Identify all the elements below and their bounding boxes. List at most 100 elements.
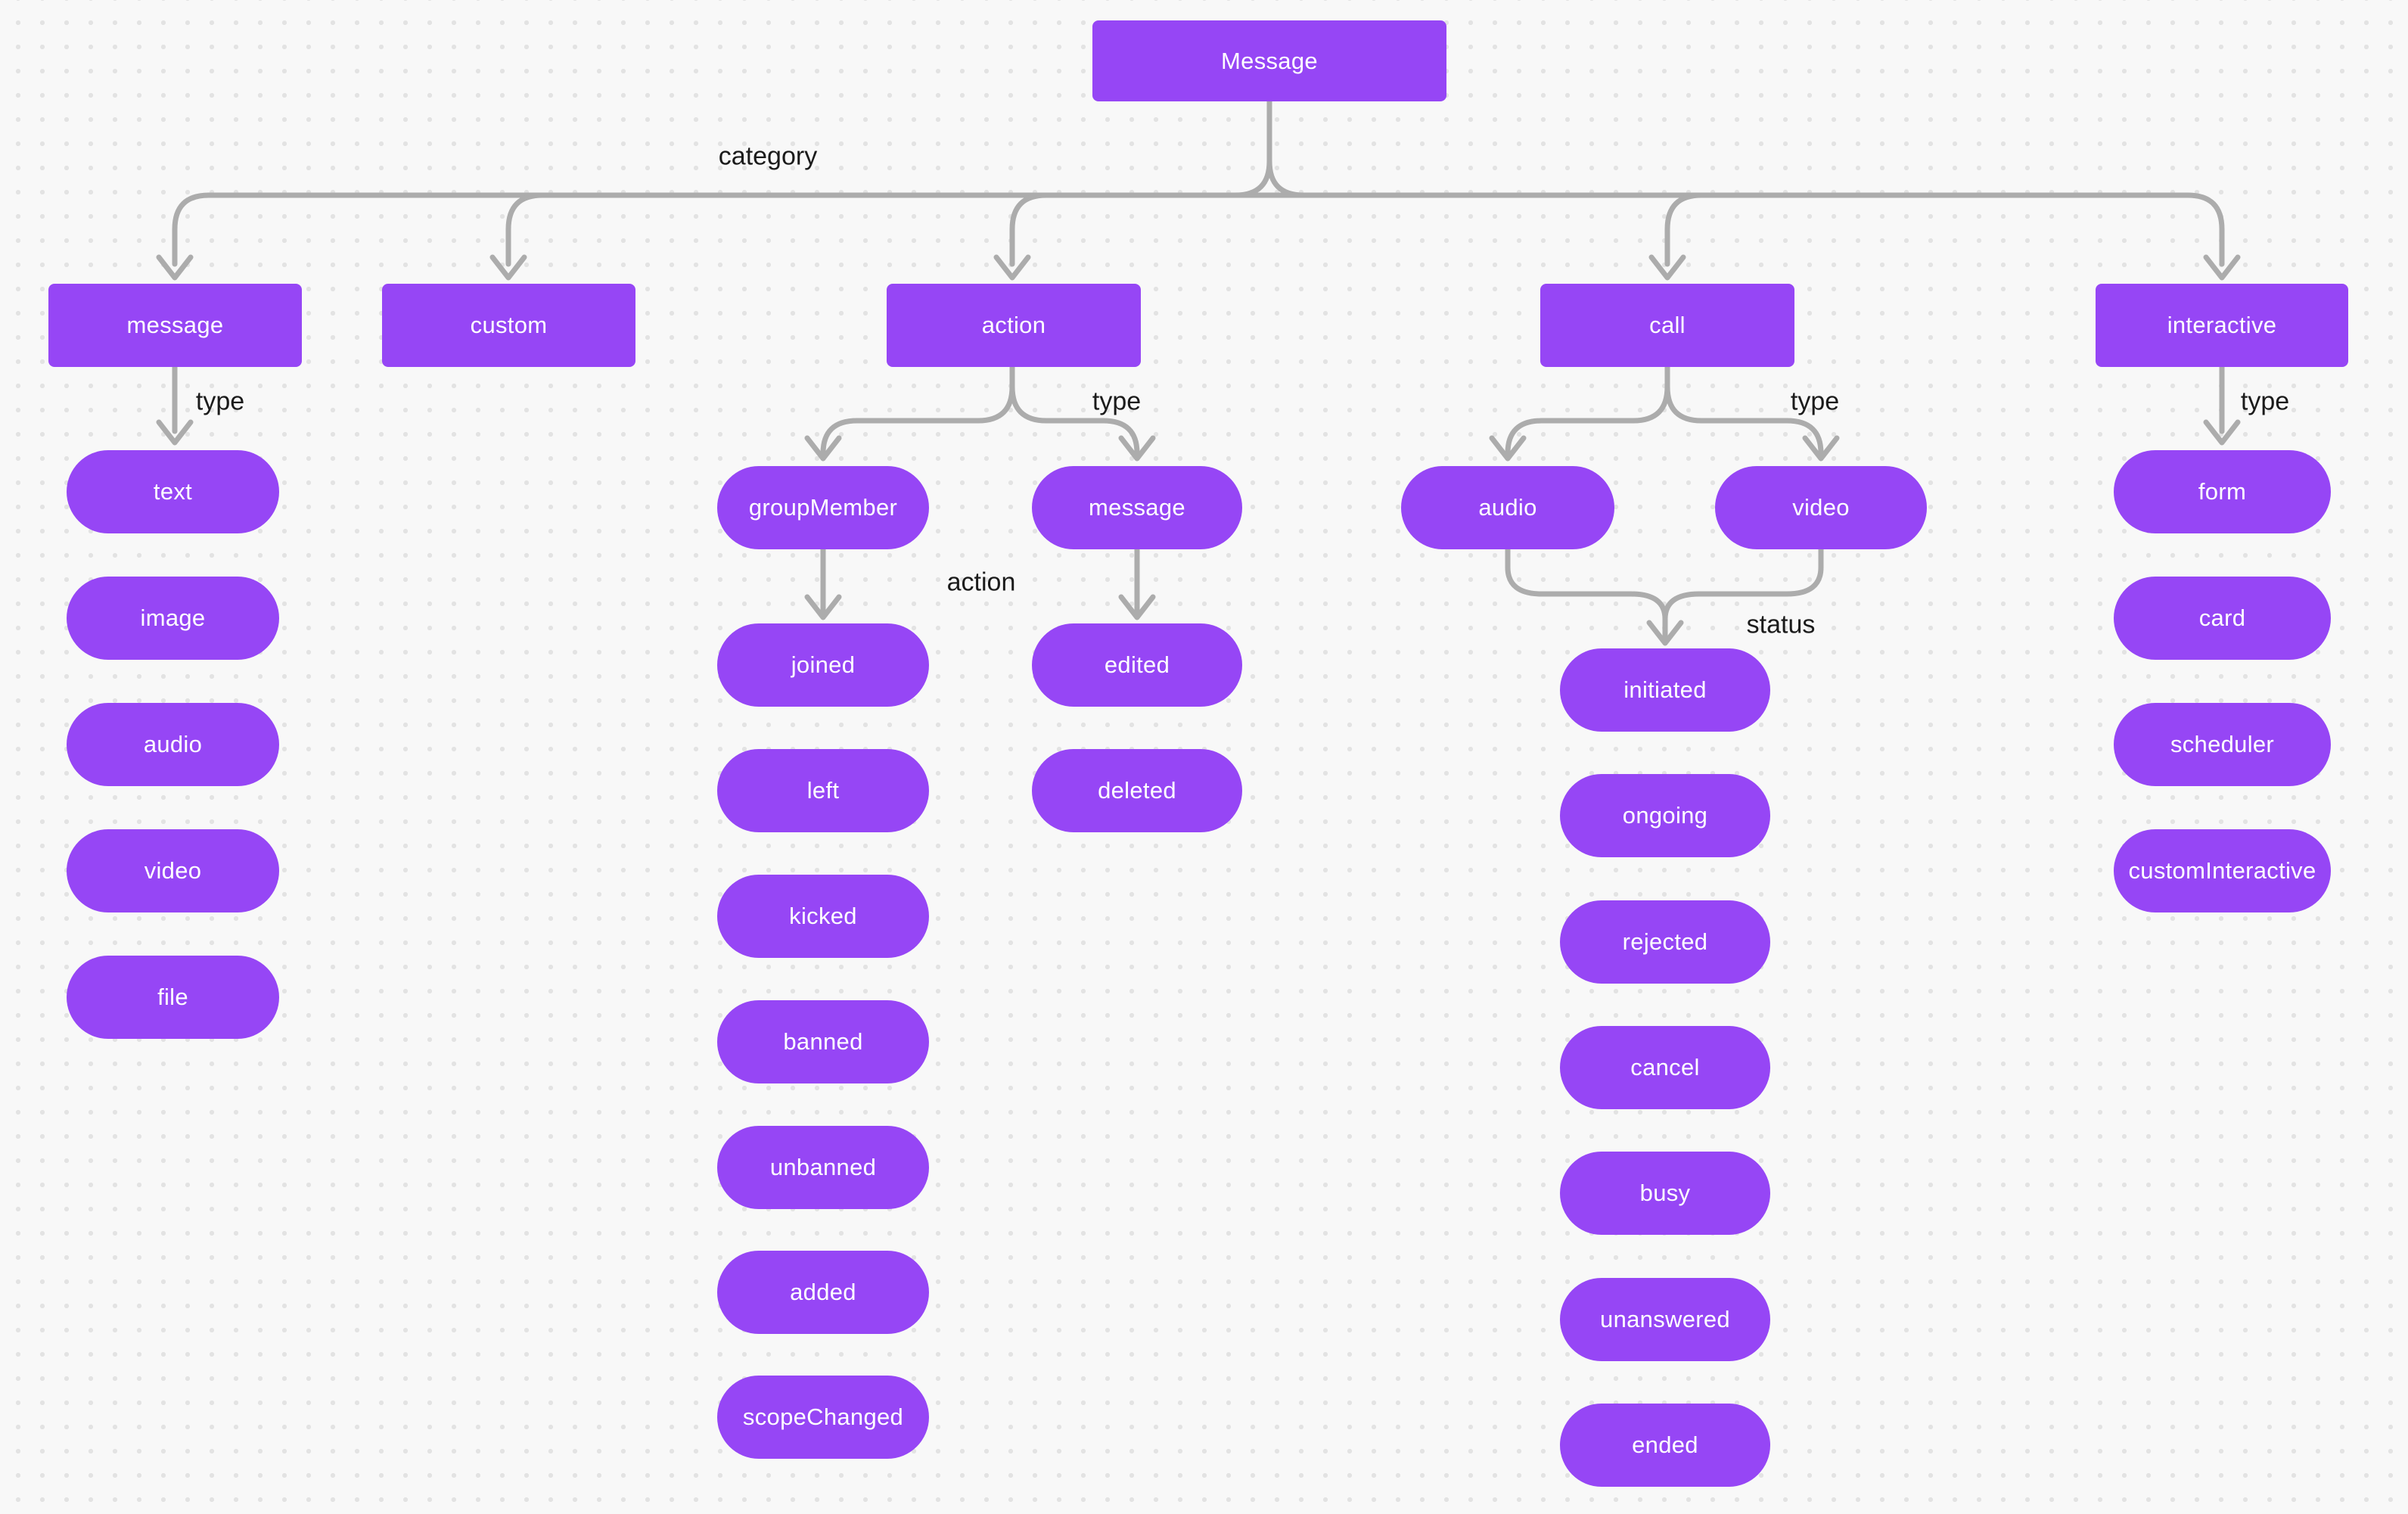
arrowhead xyxy=(1489,435,1527,462)
node-file[interactable]: file xyxy=(67,956,279,1039)
connector-edge xyxy=(1009,364,1140,456)
node-label: groupMember xyxy=(748,494,898,521)
node-label: edited xyxy=(1104,651,1170,678)
node-scopeChanged[interactable]: scopeChanged xyxy=(717,1376,929,1459)
node-groupMember[interactable]: groupMember xyxy=(717,466,929,549)
node-label: scheduler xyxy=(2170,731,2275,757)
node-text[interactable]: text xyxy=(67,450,279,533)
node-label: scopeChanged xyxy=(742,1404,904,1430)
edge-label-typeMessage: type xyxy=(195,387,245,416)
node-left[interactable]: left xyxy=(717,749,929,832)
node-label: interactive xyxy=(2167,312,2277,338)
node-label: message xyxy=(1089,494,1185,521)
connector-edge xyxy=(820,364,1015,456)
node-label: added xyxy=(790,1279,856,1305)
node-form[interactable]: form xyxy=(2114,450,2331,533)
connector-edge xyxy=(1505,546,1668,640)
node-rejected[interactable]: rejected xyxy=(1560,900,1770,984)
arrowhead xyxy=(1118,594,1156,620)
node-label: text xyxy=(153,478,193,505)
node-kicked[interactable]: kicked xyxy=(717,875,929,958)
node-label: deleted xyxy=(1098,777,1176,804)
node-label: rejected xyxy=(1622,928,1708,955)
connector-edge xyxy=(1664,192,1704,267)
node-label: image xyxy=(140,605,206,631)
node-label: ongoing xyxy=(1622,802,1708,829)
node-label: custom xyxy=(470,312,548,338)
node-ongoing[interactable]: ongoing xyxy=(1560,774,1770,857)
arrowhead xyxy=(1118,435,1156,462)
node-card[interactable]: card xyxy=(2114,577,2331,660)
node-banned[interactable]: banned xyxy=(717,1000,929,1083)
arrowhead xyxy=(1646,620,1684,646)
connector-edge xyxy=(1664,364,1824,456)
arrowhead xyxy=(2203,254,2241,281)
node-videoMsg[interactable]: video xyxy=(67,829,279,912)
arrowhead xyxy=(993,254,1031,281)
edge-label-status: status xyxy=(1746,610,1816,639)
node-label: cancel xyxy=(1630,1054,1700,1080)
arrowhead xyxy=(156,419,194,446)
node-videoCall[interactable]: video xyxy=(1715,466,1927,549)
arrowhead xyxy=(804,594,842,620)
connector-edge xyxy=(1662,546,1824,622)
edge-label-typeCall: type xyxy=(1790,387,1840,416)
node-label: video xyxy=(144,857,202,884)
node-label: kicked xyxy=(789,903,857,929)
node-joined[interactable]: joined xyxy=(717,623,929,707)
node-action[interactable]: action xyxy=(887,284,1141,367)
node-label: busy xyxy=(1639,1180,1691,1206)
arrowhead xyxy=(1802,435,1840,462)
node-call[interactable]: call xyxy=(1540,284,1794,367)
node-label: joined xyxy=(791,651,856,678)
arrowhead xyxy=(1648,254,1686,281)
node-scheduler[interactable]: scheduler xyxy=(2114,703,2331,786)
node-label: banned xyxy=(783,1028,863,1055)
node-label: audio xyxy=(143,731,203,757)
node-label: call xyxy=(1649,312,1686,338)
node-busy[interactable]: busy xyxy=(1560,1152,1770,1235)
node-image[interactable]: image xyxy=(67,577,279,660)
connector-edge xyxy=(1505,364,1670,456)
connector-edge xyxy=(1232,98,1272,198)
node-label: audio xyxy=(1478,494,1537,521)
node-interactive[interactable]: interactive xyxy=(2096,284,2348,367)
node-label: Message xyxy=(1221,47,1318,74)
node-label: video xyxy=(1792,494,1850,521)
node-edited[interactable]: edited xyxy=(1032,623,1242,707)
node-label: message xyxy=(126,312,224,338)
node-label: file xyxy=(157,984,188,1010)
node-label: ended xyxy=(1632,1432,1698,1458)
node-label: action xyxy=(981,312,1046,338)
connector-edge xyxy=(1009,192,1049,267)
node-label: left xyxy=(806,777,840,804)
node-label: customInteractive xyxy=(2128,857,2316,884)
edge-label-action: action xyxy=(946,567,1016,597)
node-custom[interactable]: custom xyxy=(382,284,635,367)
node-added[interactable]: added xyxy=(717,1251,929,1334)
node-label: initiated xyxy=(1623,676,1707,703)
node-ended[interactable]: ended xyxy=(1560,1404,1770,1487)
node-initiated[interactable]: initiated xyxy=(1560,648,1770,732)
node-audioCall[interactable]: audio xyxy=(1401,466,1614,549)
arrowhead xyxy=(804,435,842,462)
node-messageType[interactable]: message xyxy=(1032,466,1242,549)
edge-label-typeInteractive: type xyxy=(2240,387,2290,416)
node-customInteractive[interactable]: customInteractive xyxy=(2114,829,2331,912)
node-cancel[interactable]: cancel xyxy=(1560,1026,1770,1109)
node-unbanned[interactable]: unbanned xyxy=(717,1126,929,1209)
node-label: card xyxy=(2198,605,2246,631)
node-message[interactable]: message xyxy=(48,284,302,367)
connector-edge xyxy=(172,192,2225,267)
connector-edge xyxy=(1266,98,1307,198)
arrowhead xyxy=(2203,419,2241,446)
node-root[interactable]: Message xyxy=(1092,20,1446,101)
node-label: form xyxy=(2198,478,2247,505)
node-audioMsg[interactable]: audio xyxy=(67,703,279,786)
connector-edge xyxy=(505,192,545,267)
node-deleted[interactable]: deleted xyxy=(1032,749,1242,832)
arrowhead xyxy=(489,254,527,281)
node-label: unanswered xyxy=(1600,1306,1730,1332)
node-unanswered[interactable]: unanswered xyxy=(1560,1278,1770,1361)
